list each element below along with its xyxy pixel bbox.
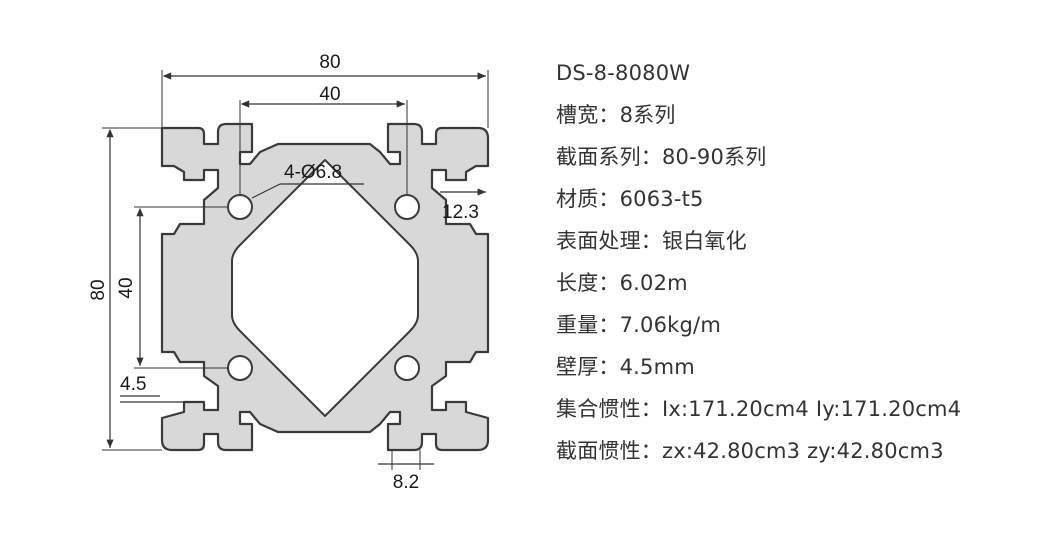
spec-section-inertia: 截面惯性：zx:42.80cm3 zy:42.80cm3 — [556, 439, 944, 463]
svg-text:4.5: 4.5 — [120, 374, 146, 395]
svg-text:12.3: 12.3 — [442, 202, 479, 223]
spec-model: DS-8-8080W — [556, 61, 691, 85]
spec-surface: 表面处理：银白氧化 — [556, 229, 747, 253]
dim-wall-thickness: 4.5 — [120, 374, 200, 403]
spec-wall-thickness: 壁厚：4.5mm — [556, 355, 695, 379]
dim-slot-width: 8.2 — [378, 450, 434, 493]
spec-section-series: 截面系列：80-90系列 — [556, 145, 767, 169]
bolt-hole-top-right — [394, 194, 420, 220]
profile-drawing: 80 40 80 40 4-Ø6.8 — [80, 40, 520, 510]
bolt-hole-bottom-right — [394, 355, 420, 381]
spec-moment-inertia: 集合惯性：Ix:171.20cm4 Iy:171.20cm4 — [556, 397, 962, 421]
dim-hole-spacing-vertical: 40 — [116, 206, 228, 369]
bolt-hole-bottom-left — [227, 355, 253, 381]
profile-outline — [160, 122, 490, 452]
dim-overall-height: 80 — [88, 127, 162, 451]
spec-weight: 重量：7.06kg/m — [556, 313, 721, 337]
dim-overall-width: 80 — [161, 52, 489, 128]
svg-text:8.2: 8.2 — [393, 472, 419, 493]
svg-text:40: 40 — [319, 84, 340, 105]
spec-material: 材质：6063-t5 — [556, 187, 704, 211]
dim-slot-depth: 12.3 — [440, 188, 486, 223]
svg-text:40: 40 — [116, 277, 137, 298]
profile-cross-section-svg: 80 40 80 40 4-Ø6.8 — [88, 52, 490, 493]
svg-text:4-Ø6.8: 4-Ø6.8 — [284, 162, 342, 183]
svg-text:80: 80 — [88, 279, 109, 300]
spec-list: DS-8-8080W 槽宽：8系列 截面系列：80-90系列 材质：6063-t… — [556, 52, 1046, 472]
svg-text:80: 80 — [319, 52, 340, 73]
spec-slot-width: 槽宽：8系列 — [556, 103, 676, 127]
spec-length: 长度：6.02m — [556, 271, 688, 295]
bolt-hole-top-left — [227, 194, 253, 220]
dim-hole-callout: 4-Ø6.8 — [251, 162, 364, 199]
dim-hole-spacing-horizontal: 40 — [239, 84, 408, 195]
